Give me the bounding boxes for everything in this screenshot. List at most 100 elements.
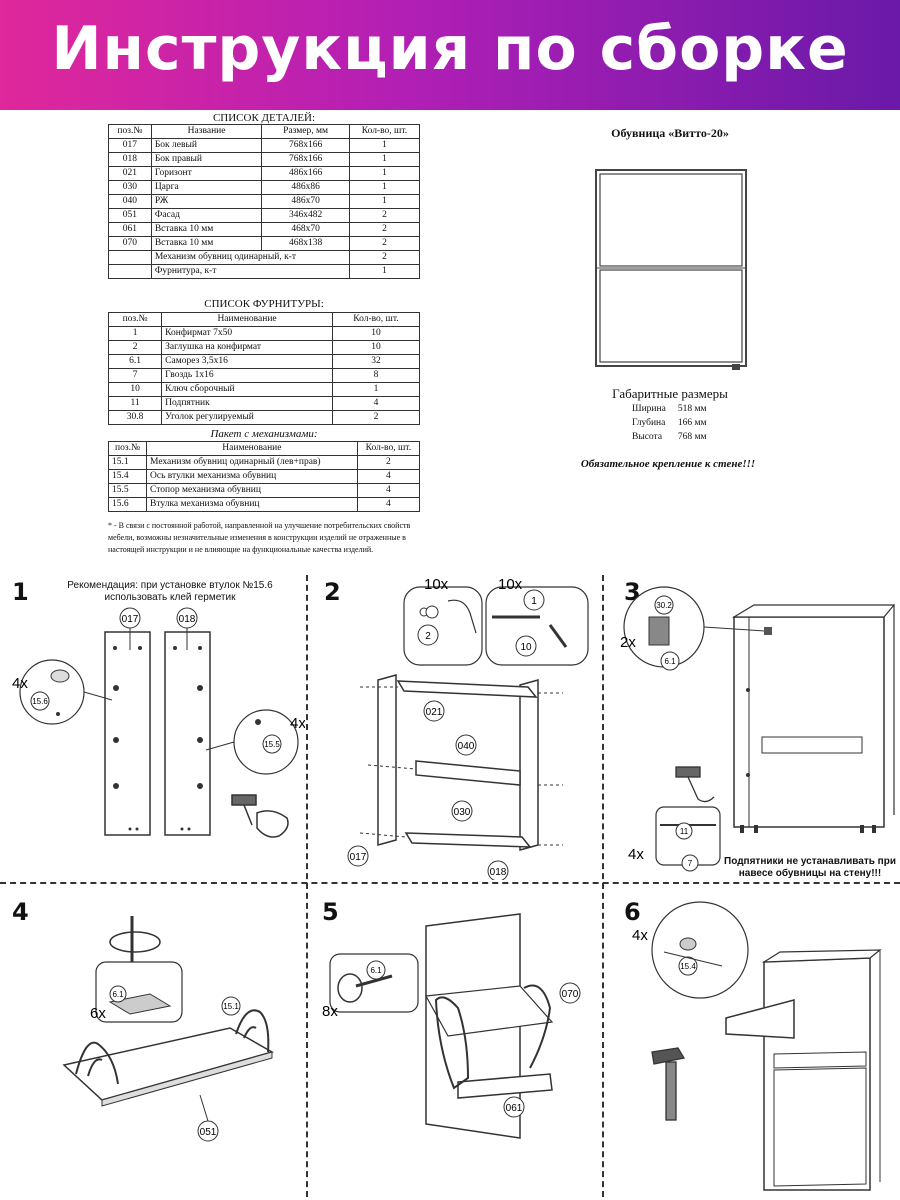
parts-header: Название [150, 124, 263, 139]
dimension-cell: Высота [632, 432, 663, 442]
parts-cell: 768x166 [261, 152, 350, 167]
hardware-cell: 1 [107, 326, 163, 341]
parts-cell [108, 250, 152, 265]
parts-cell: 1 [348, 180, 421, 195]
hardware-cell: 11 [107, 396, 163, 411]
dimension-cell: 166 мм [677, 418, 707, 428]
step-1-qty-b: 4x [290, 715, 305, 732]
mechanism-cell: 2 [356, 455, 421, 470]
label-017-s2: 017 [350, 852, 367, 863]
column-separator-right [602, 575, 604, 1197]
parts-cell: 468x70 [261, 222, 350, 237]
parts-cell: 040 [108, 194, 152, 209]
label-6-1-s3: 6.1 [664, 657, 676, 666]
parts-cell: 061 [108, 222, 152, 237]
step-1-note: Рекомендация: при установке втулок №15.6… [67, 580, 273, 603]
label-2: 2 [425, 631, 431, 642]
parts-cell [108, 264, 152, 279]
hardware-cell: 1 [331, 382, 421, 397]
mechanism-cell: 4 [356, 497, 421, 512]
hardware-list-title: СПИСОК ФУРНИТУРЫ: [204, 298, 324, 310]
dimension-cell: 518 мм [677, 404, 707, 414]
hardware-cell: 2 [107, 340, 163, 355]
hardware-cell: Уголок регулируемый [161, 410, 333, 425]
step-5-illustration: 8x 6.1 070 061 [322, 913, 581, 1139]
label-051: 051 [200, 1127, 217, 1138]
mechanism-cell: Стопор механизма обувниц [146, 483, 358, 498]
step-3-illustration: 2x 4x 30.2 6.1 11 7 [620, 586, 896, 872]
parts-cell: Фасад [150, 208, 263, 223]
parts-kit-name: Фурнитура, к-т [150, 264, 350, 279]
step-3-qty-a: 2x [620, 634, 636, 651]
step-2-illustration: 10x 10x 2 1 10 021 040 030 017 018 [347, 576, 589, 880]
label-15-4: 15.4 [680, 962, 696, 971]
label-040: 040 [458, 741, 475, 752]
parts-cell: 021 [108, 166, 152, 181]
step-6-illustration: 4x 15.4 [632, 901, 882, 1191]
parts-cell: 2 [348, 208, 421, 223]
hardware-cell: 32 [331, 354, 421, 369]
step-1-number: 1 [12, 578, 29, 606]
mechanism-header: Кол-во, шт. [356, 441, 421, 456]
parts-cell: 030 [108, 180, 152, 195]
hardware-cell: Заглушка на конфирмат [161, 340, 333, 355]
label-030: 030 [454, 807, 471, 818]
parts-header: поз.№ [108, 124, 152, 139]
product-title: Обувница «Витто-20» [611, 126, 729, 140]
parts-cell: 486x70 [261, 194, 350, 209]
hardware-cell: 6.1 [107, 354, 163, 369]
step-2-number: 2 [324, 578, 341, 606]
parts-header: Размер, мм [261, 124, 350, 139]
page-title: Инструкция по сборке [51, 14, 849, 84]
cabinet-front-drawing [595, 169, 747, 370]
parts-header: Кол-во, шт. [348, 124, 421, 139]
parts-cell: 070 [108, 236, 152, 251]
step-4-illustration: 6x 6.1 15.1 051 [62, 916, 274, 1142]
parts-kit-qty: 1 [348, 264, 421, 279]
parts-cell: 1 [348, 138, 421, 153]
dimension-cell: Ширина [632, 404, 666, 414]
parts-cell: 1 [348, 152, 421, 167]
step-2-qty-a: 10x [424, 576, 449, 593]
label-017: 017 [122, 614, 139, 625]
hardware-header: поз.№ [107, 312, 163, 327]
mechanism-cell: Втулка механизма обувниц [146, 497, 358, 512]
step-4-qty: 6x [90, 1005, 106, 1022]
mechanism-cell: 4 [356, 483, 421, 498]
parts-cell: 346x482 [261, 208, 350, 223]
disclaimer-note: * - В связи с постоянной работой, направ… [108, 521, 411, 554]
parts-cell: Царга [150, 180, 263, 195]
hardware-cell: 4 [331, 396, 421, 411]
parts-cell: Вставка 10 мм [150, 222, 263, 237]
parts-cell: 2 [348, 236, 421, 251]
hardware-cell: 10 [331, 340, 421, 355]
hardware-cell: Ключ сборочный [161, 382, 333, 397]
label-15-6: 15.6 [32, 697, 48, 706]
parts-cell: 018 [108, 152, 152, 167]
step-6-number: 6 [624, 898, 641, 926]
mechanism-cell: Ось втулки механизма обувниц [146, 469, 358, 484]
mechanism-cell: 15.6 [107, 497, 148, 512]
parts-cell: 2 [348, 222, 421, 237]
parts-kit-qty: 2 [348, 250, 421, 265]
parts-cell: РЖ [150, 194, 263, 209]
label-1: 1 [531, 596, 537, 607]
